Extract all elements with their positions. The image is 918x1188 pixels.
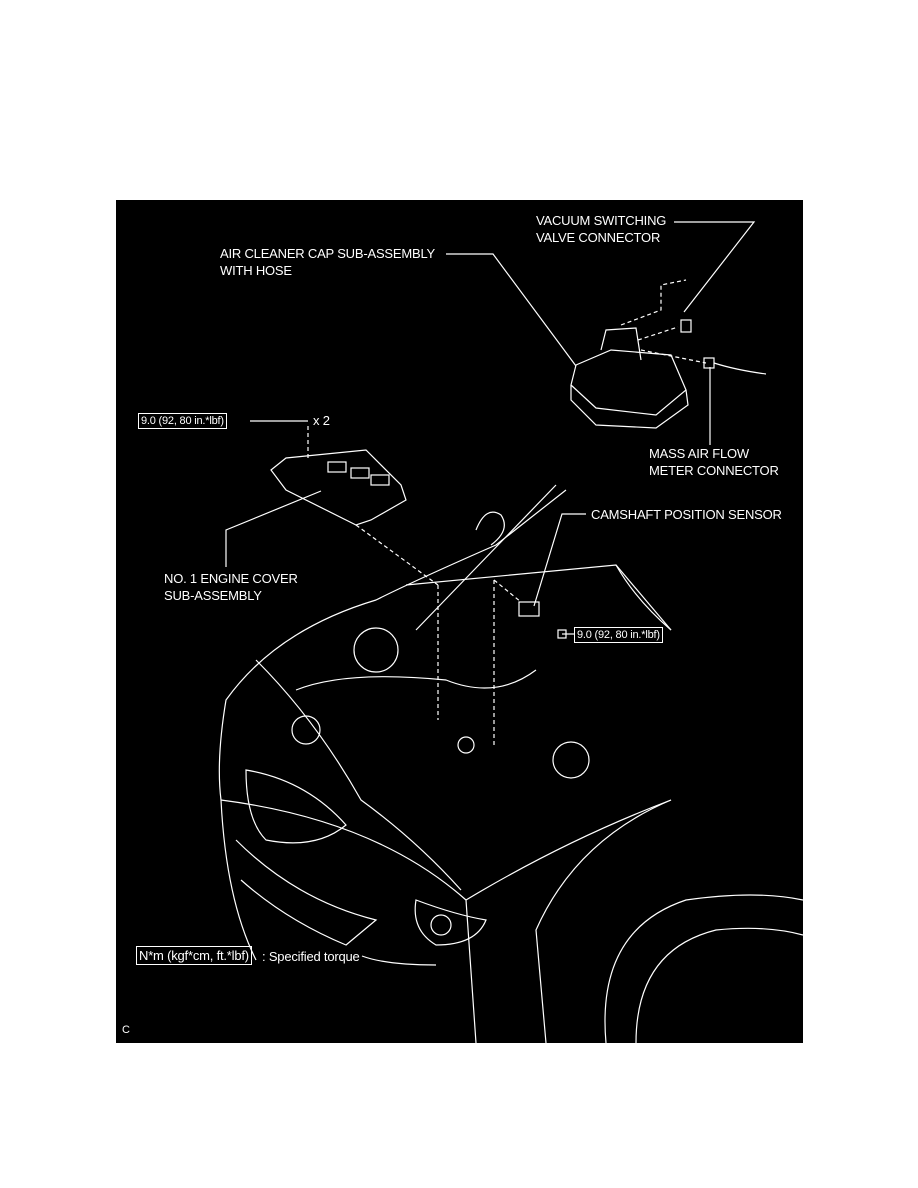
label-line: AIR CLEANER CAP SUB-ASSEMBLY	[220, 246, 435, 261]
camshaft-sensor-sketch	[518, 601, 540, 617]
quantity-label: x 2	[313, 413, 330, 428]
torque-spec-sensor: 9.0 (92, 80 in.*lbf)	[574, 627, 663, 643]
figure-code: C	[122, 1024, 130, 1036]
engine-cover-label: NO. 1 ENGINE COVER SUB-ASSEMBLY	[164, 570, 298, 604]
engine-cover-sketch	[270, 449, 407, 526]
diagram-panel: VACUUM SWITCHING VALVE CONNECTOR AIR CLE…	[116, 200, 803, 1043]
vsv-connector-label: VACUUM SWITCHING VALVE CONNECTOR	[536, 212, 666, 246]
label-line: SUB-ASSEMBLY	[164, 588, 262, 603]
air-cleaner-sketch	[570, 319, 767, 429]
leader-lines	[225, 221, 756, 966]
torque-spec-cover: 9.0 (92, 80 in.*lbf)	[138, 413, 227, 429]
engine-compartment-illustration	[218, 221, 803, 1043]
label-line: VALVE CONNECTOR	[536, 230, 661, 245]
maf-connector-label: MASS AIR FLOW METER CONNECTOR	[649, 445, 779, 479]
car-body-sketch	[218, 484, 803, 1043]
label-line: VACUUM SWITCHING	[536, 213, 667, 228]
legend-units-box: N*m (kgf*cm, ft.*lbf)	[136, 946, 252, 965]
label-line: MASS AIR FLOW	[649, 446, 749, 461]
camshaft-sensor-label: CAMSHAFT POSITION SENSOR	[591, 507, 782, 522]
legend-text: : Specified torque	[262, 949, 360, 964]
label-line: WITH HOSE	[220, 263, 292, 278]
air-cleaner-label: AIR CLEANER CAP SUB-ASSEMBLY WITH HOSE	[220, 245, 435, 279]
label-line: NO. 1 ENGINE COVER	[164, 571, 298, 586]
label-line: METER CONNECTOR	[649, 463, 779, 478]
